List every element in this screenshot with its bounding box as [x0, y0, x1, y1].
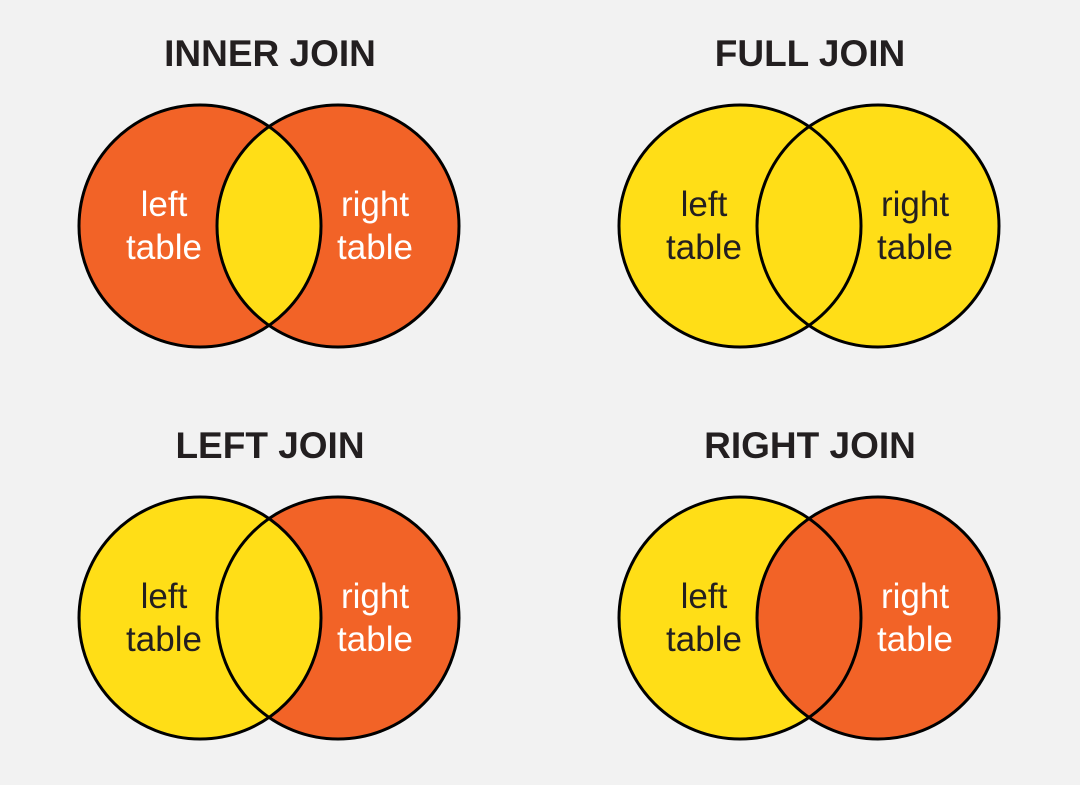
venn-diagram [77, 495, 461, 741]
right-circle-outline [215, 495, 461, 741]
venn-diagram [617, 103, 1001, 349]
left-table-label: left table [666, 183, 742, 269]
label-line: table [126, 620, 202, 659]
panel-inner-join: INNER JOIN left table right table [0, 0, 540, 392]
right-table-label: right table [337, 575, 413, 661]
right-table-label: right table [337, 183, 413, 269]
right-circle-outline [755, 103, 1001, 349]
label-line: right [880, 185, 950, 224]
panel-title: FULL JOIN [714, 33, 906, 74]
panel-left-join: LEFT JOIN left table right table [0, 392, 540, 785]
label-line: table [666, 620, 742, 659]
panel-title: RIGHT JOIN [704, 425, 916, 466]
venn-diagram [77, 103, 461, 349]
label-line: table [877, 620, 953, 659]
left-table-label: left table [126, 183, 202, 269]
left-circle-outline [617, 495, 863, 741]
right-table-label: right table [877, 575, 953, 661]
panel-title: LEFT JOIN [175, 425, 365, 466]
left-table-label: left table [126, 575, 202, 661]
label-line: table [337, 620, 413, 659]
left-circle-outline [77, 103, 323, 349]
label-line: table [337, 228, 413, 267]
label-line: left [140, 185, 188, 224]
left-circle-outline [77, 495, 323, 741]
overlap-region [217, 105, 321, 347]
label-line: table [666, 228, 742, 267]
overlap-region [217, 497, 321, 739]
label-line: right [880, 577, 950, 616]
label-line: left [140, 577, 188, 616]
label-line: right [340, 577, 410, 616]
overlap-region [757, 105, 861, 347]
panel-title: INNER JOIN [164, 33, 376, 74]
panel-full-join: FULL JOIN left table right table [540, 0, 1080, 392]
venn-diagram [617, 495, 1001, 741]
right-circle-outline [755, 495, 1001, 741]
right-table-label: right table [877, 183, 953, 269]
overlap-region [757, 497, 861, 739]
label-line: table [877, 228, 953, 267]
left-table-label: left table [666, 575, 742, 661]
panel-right-join: RIGHT JOIN left table right table [540, 392, 1080, 785]
right-circle-outline [215, 103, 461, 349]
label-line: left [680, 577, 728, 616]
left-circle-outline [617, 103, 863, 349]
label-line: left [680, 185, 728, 224]
label-line: table [126, 228, 202, 267]
label-line: right [340, 185, 410, 224]
